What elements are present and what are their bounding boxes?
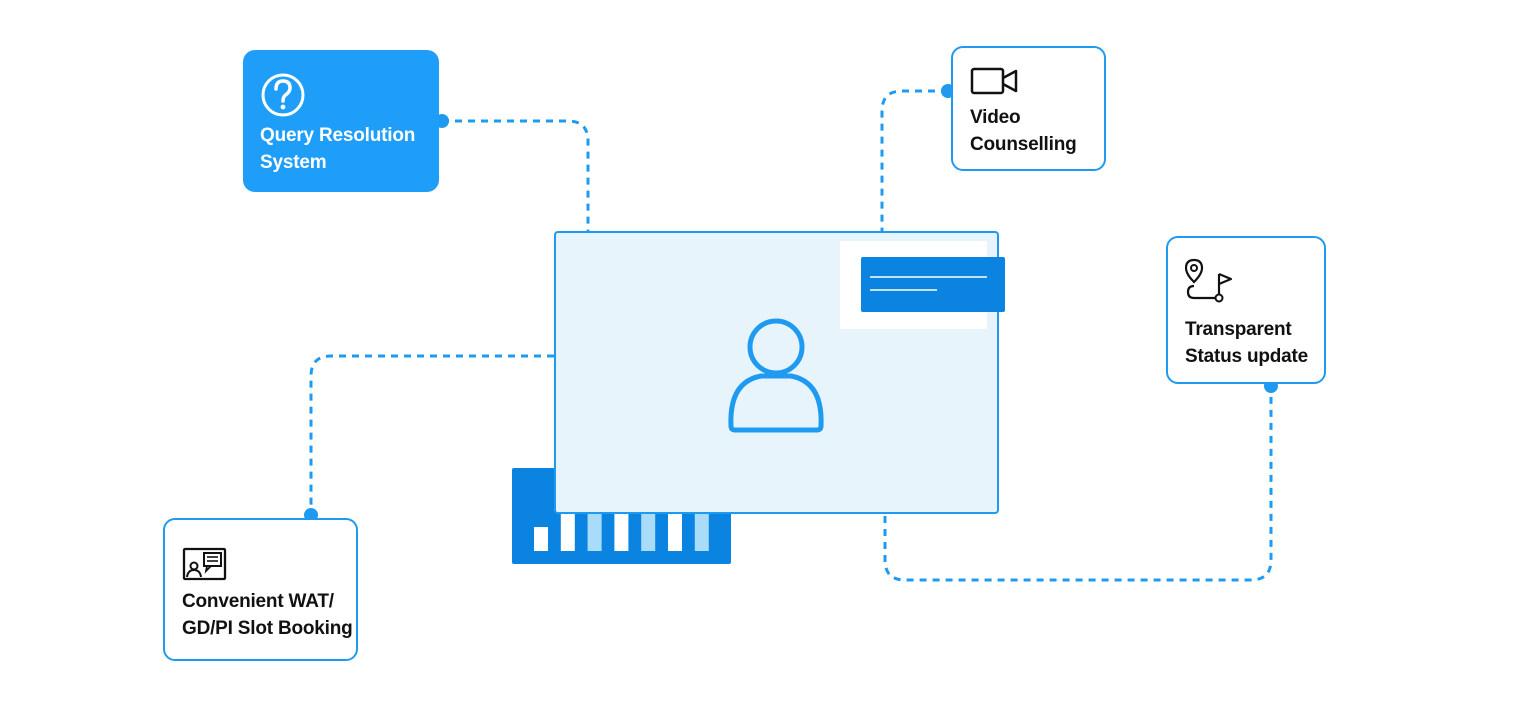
feature-label-booking: Convenient WAT/ GD/PI Slot Booking [182,591,353,639]
connector-video [880,89,948,231]
feature-label-video: Video Counselling [970,107,1077,155]
feature-label-status: Transparent Status update [1185,319,1309,367]
feature-card-video-counselling[interactable]: Video Counselling [951,46,1106,171]
route-pin-flag-icon [1185,258,1233,303]
message-lines [870,276,987,291]
connector-booking [309,354,554,513]
id-card-icon [182,547,227,581]
feature-card-query-resolution[interactable]: Query Resolution System [243,50,439,192]
question-circle-icon [261,73,305,117]
connector-status [883,390,1273,582]
video-camera-icon [970,67,1018,95]
user-avatar-icon [728,318,824,433]
feature-card-status-update[interactable]: Transparent Status update [1166,236,1326,384]
message-tag [861,257,1005,312]
connector-query [442,119,590,231]
feature-label-query: Query Resolution System [260,125,416,173]
feature-card-slot-booking[interactable]: Convenient WAT/ GD/PI Slot Booking [163,518,358,661]
